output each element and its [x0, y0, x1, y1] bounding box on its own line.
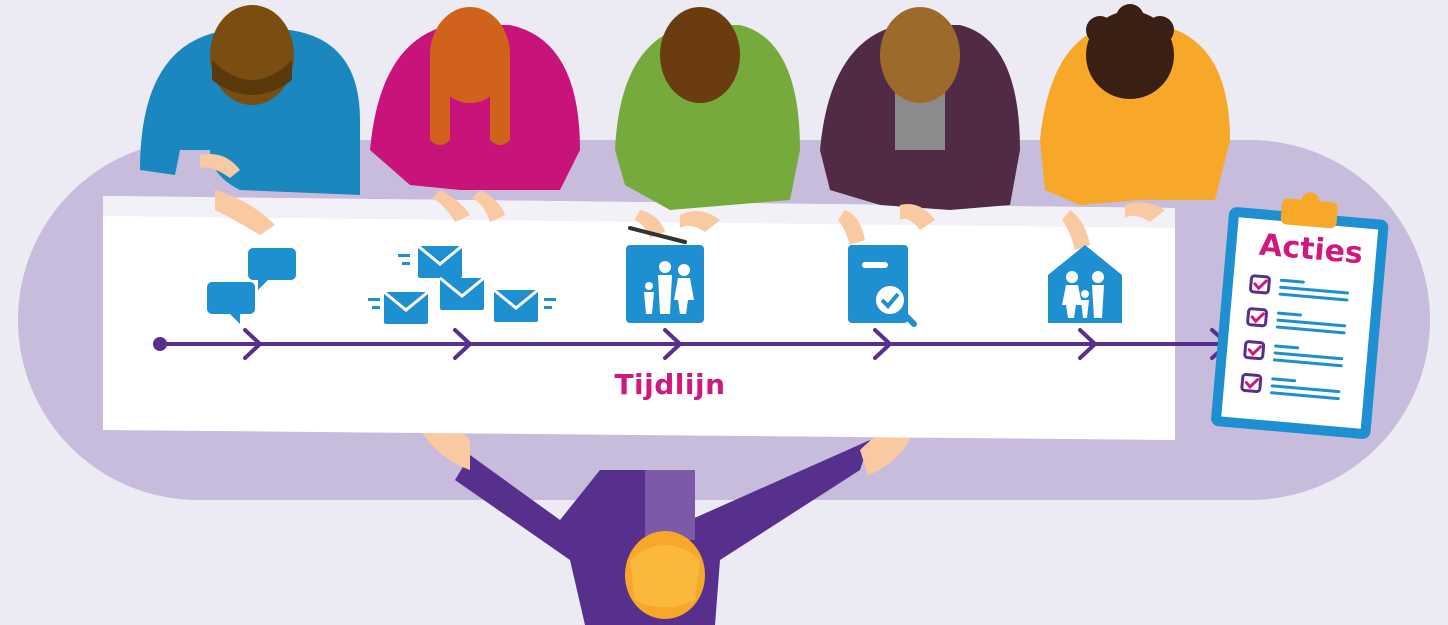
yellow-shirt-person [1040, 4, 1230, 250]
timeline-chevron [663, 328, 683, 360]
family-home-icon [1048, 245, 1122, 323]
timeline-chevron [873, 328, 893, 360]
purple-shirt-facilitator [420, 417, 910, 625]
green-shirt-person [615, 7, 800, 244]
timeline-chevron [243, 328, 263, 360]
emails-icon [368, 244, 556, 324]
timeline-label: Tijdlijn [614, 368, 726, 401]
timeline-chevron [453, 328, 473, 360]
timeline-line [153, 328, 1232, 360]
purple-jacket-person [820, 7, 1020, 245]
pink-shirt-person [370, 7, 580, 222]
blue-shirt-person [140, 5, 360, 235]
timeline-chevron [1078, 328, 1098, 360]
family-document-icon [626, 245, 704, 323]
timeline-start-dot [153, 337, 167, 351]
document-search-icon [848, 245, 917, 327]
clipboard-checklist-icon [1211, 192, 1389, 439]
chat-bubbles-icon [207, 248, 296, 324]
